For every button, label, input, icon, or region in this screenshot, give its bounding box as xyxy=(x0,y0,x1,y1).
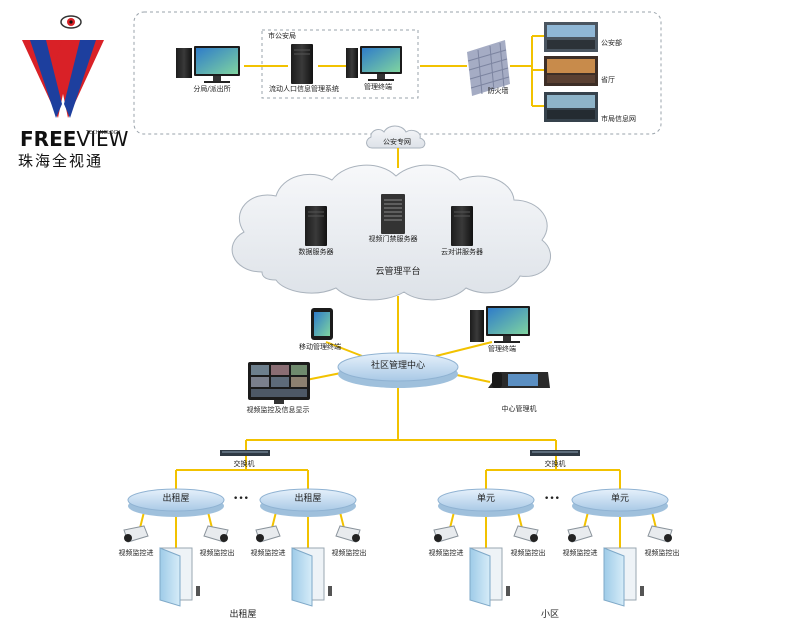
firewall-icon xyxy=(467,40,510,96)
population-system-label: 流动人口信息管理系统 xyxy=(269,85,339,93)
substation-label: 分局/派出所 xyxy=(193,85,231,93)
mobile-terminal-icon xyxy=(311,308,333,340)
top-mgmt-terminal xyxy=(346,46,402,81)
center-mgmt-terminal-icon xyxy=(470,306,530,343)
right-node2 xyxy=(571,488,669,517)
left-switch-icon xyxy=(220,450,270,456)
camera-icon xyxy=(123,525,149,543)
right-group-label: 小区 xyxy=(540,610,560,620)
left-switch-label: 交换机 xyxy=(233,460,255,468)
left-ellipsis: ••• xyxy=(233,494,249,504)
mobile-terminal-label: 移动管理终端 xyxy=(299,343,341,351)
dest-ministry-photo xyxy=(544,22,598,52)
right-camera-in-2-label: 视频监控进 xyxy=(562,549,598,557)
center-machine-icon xyxy=(488,372,550,388)
public-security-region xyxy=(133,11,662,135)
right-node1-label: 单元 xyxy=(476,494,496,504)
right-switch-label: 交换机 xyxy=(544,460,566,468)
door-icon xyxy=(469,547,510,607)
camera-icon xyxy=(433,525,459,543)
right-switch-icon xyxy=(530,450,580,456)
door-icon xyxy=(159,547,200,607)
camera-icon xyxy=(513,525,539,543)
logo-wordmark: FREEVIEW xyxy=(20,127,128,151)
data-server-label: 数据服务器 xyxy=(298,248,334,256)
firewall-label: 防火墙 xyxy=(487,87,509,95)
camera-icon xyxy=(567,525,593,543)
video-display-icon xyxy=(248,362,310,404)
video-gateway-server-label: 视频门禁服务器 xyxy=(368,235,418,243)
substation-pc xyxy=(176,46,240,83)
left-camera-in-2-label: 视频监控进 xyxy=(250,549,286,557)
city-bureau-label: 市公安局 xyxy=(268,32,296,40)
logo-chinese-name: 珠海全视通 xyxy=(18,152,104,170)
intercom-server-label: 云对讲服务器 xyxy=(441,248,483,256)
camera-icon xyxy=(203,525,229,543)
left-node2-label: 出租屋 xyxy=(294,494,322,504)
left-camera-out-1-label: 视频监控出 xyxy=(199,549,235,557)
center-mgmt-terminal-label: 管理终端 xyxy=(488,345,516,353)
logo-tagline: TECHNOLOGY xyxy=(86,130,121,136)
dest-city-network-photo xyxy=(544,92,598,122)
city-bureau-region xyxy=(261,29,419,99)
left-camera-in-1-label: 视频监控进 xyxy=(118,549,154,557)
top-links xyxy=(244,35,544,142)
right-camera-out-2-label: 视频监控出 xyxy=(644,549,680,557)
police-network-cloud xyxy=(366,125,426,149)
right-camera-in-1-label: 视频监控进 xyxy=(428,549,464,557)
door-icon xyxy=(291,547,332,607)
top-mgmt-terminal-label: 管理终端 xyxy=(364,83,392,91)
logo-mark xyxy=(22,15,104,118)
data-server-icon xyxy=(305,206,327,246)
left-group-label: 出租屋 xyxy=(229,610,257,620)
community-center-title: 社区管理中心 xyxy=(370,361,426,371)
dest-province-label: 省厅 xyxy=(601,76,615,84)
left-node2 xyxy=(259,488,357,517)
right-ellipsis: ••• xyxy=(544,494,560,504)
logo-view: VIEW xyxy=(76,127,129,151)
left-branch-links xyxy=(139,456,345,548)
center-machine-label: 中心管理机 xyxy=(501,405,537,413)
right-camera-out-1-label: 视频监控出 xyxy=(510,549,546,557)
right-node1 xyxy=(437,488,535,517)
camera-icon xyxy=(335,525,361,543)
police-network-label: 公安专网 xyxy=(383,138,411,146)
dest-province-photo xyxy=(544,56,598,86)
logo-free: FREE xyxy=(20,127,77,151)
dest-city-network-label: 市局信息网 xyxy=(601,115,636,123)
video-gateway-server-icon xyxy=(381,194,405,234)
right-branch-links xyxy=(449,456,657,548)
video-display-label: 视频监控及信息显示 xyxy=(246,406,310,414)
cloud-platform-title: 云管理平台 xyxy=(375,267,421,277)
right-node2-label: 单元 xyxy=(610,494,630,504)
door-icon xyxy=(603,547,644,607)
left-node1 xyxy=(127,488,225,517)
left-camera-out-2-label: 视频监控出 xyxy=(331,549,367,557)
community-center-node xyxy=(337,352,459,388)
population-system-server xyxy=(291,44,313,84)
left-node1-label: 出租屋 xyxy=(162,494,190,504)
camera-icon xyxy=(647,525,673,543)
intercom-server-icon xyxy=(451,206,473,246)
camera-icon xyxy=(255,525,281,543)
dest-ministry-label: 公安部 xyxy=(601,39,622,47)
